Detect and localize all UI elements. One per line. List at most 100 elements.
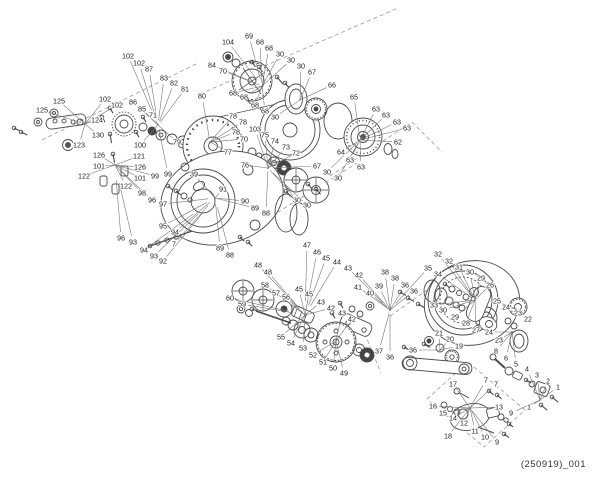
leader-line (395, 272, 425, 304)
screw-shaft (503, 433, 510, 438)
leader-line (115, 165, 139, 189)
part-label-22: 22 (524, 315, 532, 324)
screw-head (501, 431, 507, 437)
part-shape (36, 120, 40, 124)
part-label-63: 63 (372, 105, 380, 114)
part-label-53: 53 (299, 344, 307, 353)
part-shape (239, 68, 265, 94)
part-shape (274, 193, 298, 233)
part-label-66: 66 (328, 81, 336, 90)
leader-line (389, 294, 410, 311)
leader-line (273, 165, 312, 169)
part-label-8: 8 (494, 347, 498, 356)
leader-line (469, 406, 475, 426)
part-label-88: 88 (226, 251, 234, 260)
screw-head (494, 392, 500, 398)
part-shape (391, 149, 399, 159)
leader-line (352, 272, 384, 304)
part-label-94: 94 (140, 246, 148, 255)
leader-line (299, 77, 310, 102)
part-shape (345, 320, 351, 326)
part-label-55: 55 (277, 333, 285, 342)
leader-line (256, 134, 268, 166)
part-shape (504, 366, 514, 376)
part-label-38: 38 (381, 268, 389, 277)
leader-line (310, 266, 335, 306)
part-shape (293, 308, 298, 318)
part-shape (383, 143, 393, 155)
screw-shaft (167, 185, 173, 191)
part-shape (508, 297, 528, 317)
part-shape (114, 114, 134, 134)
part-label-10: 10 (481, 433, 489, 442)
leader-line (238, 85, 264, 92)
leader-line (474, 298, 477, 325)
leader-line (202, 101, 210, 138)
part-label-67: 67 (308, 68, 316, 77)
leader-line (248, 85, 264, 95)
part-label-71: 71 (149, 111, 157, 120)
part-label-42: 42 (348, 315, 356, 324)
part-label-70: 70 (219, 67, 227, 76)
part-shape (49, 108, 59, 118)
screw-shaft (251, 308, 258, 312)
part-label-121: 121 (133, 152, 145, 161)
leader-line (345, 139, 362, 150)
screw-head (237, 234, 243, 240)
part-label-75: 75 (261, 131, 269, 140)
part-shape (317, 323, 355, 361)
leader-line (273, 172, 303, 202)
leader-line (261, 53, 269, 85)
part-shape (231, 58, 241, 68)
screw-shaft (142, 116, 147, 123)
part-label-99: 99 (151, 172, 159, 181)
part-label-36: 36 (409, 346, 417, 355)
part-shape (271, 160, 277, 166)
screw-shaft (239, 236, 245, 242)
screw-head (405, 295, 411, 301)
screw-head (486, 388, 492, 394)
leader-line (117, 165, 150, 175)
part-shape (510, 322, 518, 330)
part-shape (494, 358, 506, 369)
dashed-boundary (329, 121, 443, 177)
part-shape (435, 343, 445, 353)
screw-shaft (254, 103, 259, 110)
part-label-36: 36 (401, 281, 409, 290)
part-label-102: 102 (133, 59, 145, 68)
screw-head (329, 310, 335, 316)
part-label-46: 46 (313, 248, 321, 257)
screw-head (442, 281, 448, 287)
part-label-37: 37 (375, 347, 383, 356)
part-label-74: 74 (271, 137, 279, 146)
leader-line (113, 164, 135, 176)
screw-shaft (149, 243, 155, 247)
leader-line (469, 407, 483, 432)
leader-line (247, 304, 294, 314)
leader-line (459, 299, 476, 314)
part-shape (65, 142, 71, 148)
leader-line (250, 165, 270, 169)
part-shape (289, 202, 309, 236)
screw-head (147, 243, 153, 249)
part-shape (307, 331, 315, 339)
leader-line (208, 141, 223, 150)
screw-shaft (101, 116, 106, 123)
part-label-33: 33 (430, 301, 438, 310)
part-label-48: 48 (264, 268, 272, 277)
part-label-49: 49 (340, 369, 348, 378)
part-shape (503, 417, 509, 423)
leader-line (217, 67, 256, 84)
leader-line (177, 205, 209, 240)
part-shape (459, 392, 470, 399)
part-shape (192, 180, 206, 192)
part-label-96: 96 (148, 196, 156, 205)
leader-line (539, 390, 554, 401)
screw-head (538, 402, 544, 408)
screw-shaft (551, 396, 559, 403)
part-label-43: 43 (338, 309, 346, 318)
part-label-7: 7 (484, 376, 488, 385)
screw-shaft (315, 188, 321, 195)
part-label-95: 95 (159, 222, 167, 231)
part-label-63: 63 (357, 163, 365, 172)
